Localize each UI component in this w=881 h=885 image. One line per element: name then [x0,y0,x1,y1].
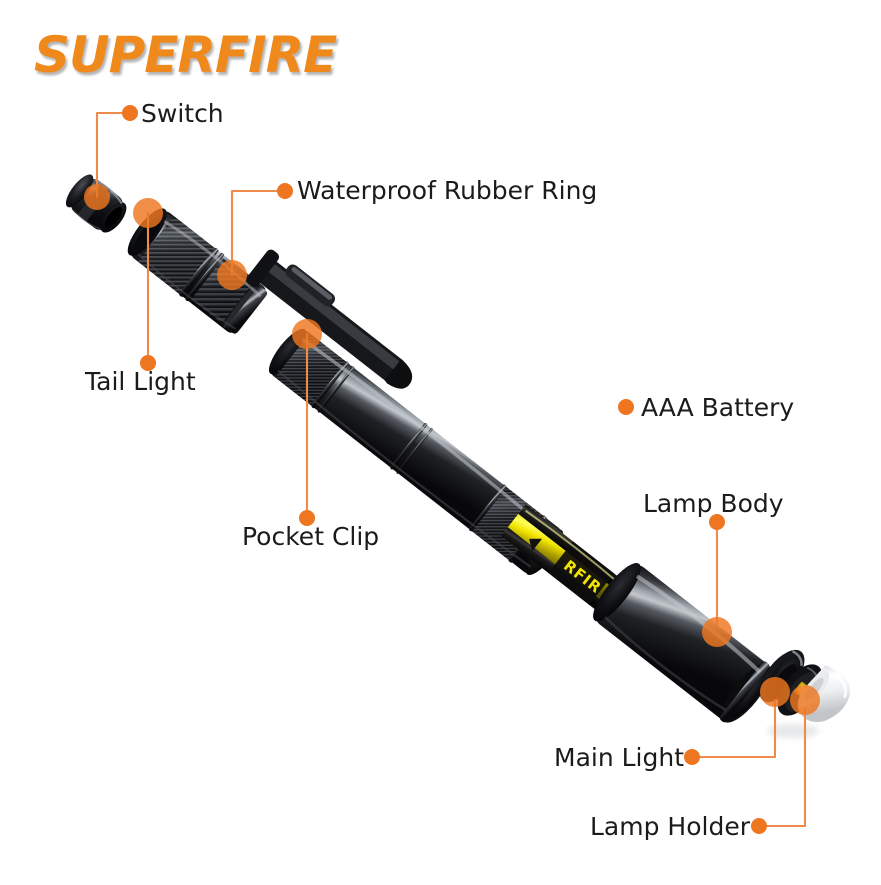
anchor-dot-pocket-clip [292,319,322,349]
marker-dot-tail-light [140,355,156,371]
part-pocket-clip [246,249,413,389]
marker-dot-aaa-battery [618,399,634,415]
anchor-dot-tail-light [133,198,163,228]
callout-label-pocket-clip: Pocket Clip [242,522,380,551]
marker-dot-waterproof-rubber-ring [277,183,293,199]
callout-label-main-light: Main Light [554,743,685,772]
marker-dot-switch [122,105,138,121]
marker-dot-pocket-clip [299,510,315,526]
connector-line-waterproof-rubber-ring [230,189,279,277]
part-tail-section [127,208,268,334]
part-aaa-battery: RFIR [501,504,634,618]
connector-line-main-light [698,698,777,759]
marker-dot-lamp-holder [751,818,767,834]
anchor-dot-switch [84,184,110,210]
callout-label-lamp-body: Lamp Body [643,489,784,518]
callout-label-lamp-holder: Lamp Holder [590,812,750,841]
marker-dot-lamp-body [709,514,725,530]
connector-line-lamp-holder [765,706,807,828]
anchor-dot-lamp-body [702,617,732,647]
callout-label-switch: Switch [141,99,224,128]
anchor-dot-main-light [760,677,790,707]
anchor-dot-lamp-holder [790,685,820,715]
callout-label-waterproof-rubber-ring: Waterproof Rubber Ring [297,176,598,205]
anchor-dot-waterproof-rubber-ring [217,260,247,290]
marker-dot-main-light [684,749,700,765]
callout-label-aaa-battery: AAA Battery [641,393,795,422]
brand-logo: SUPERFIRE [34,26,337,84]
callout-label-tail-light: Tail Light [85,367,196,396]
part-lamp-body [593,562,771,723]
connector-line-switch [95,111,124,199]
